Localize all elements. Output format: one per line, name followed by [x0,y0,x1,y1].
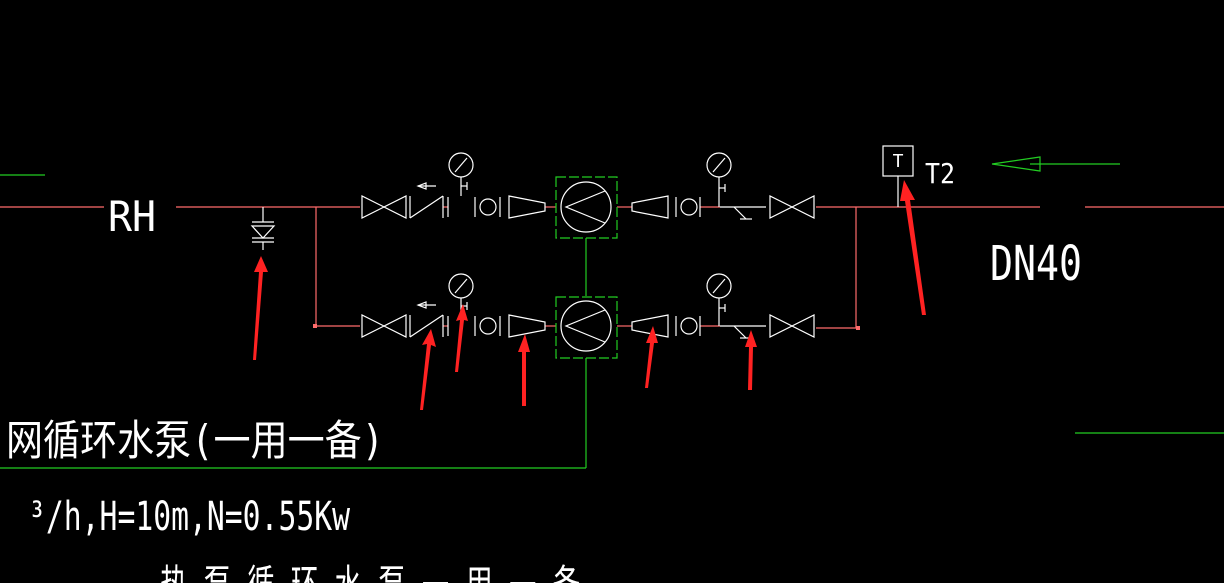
reducer-icon [631,314,669,338]
spec-label: ³/h,H=10m,N=0.55Kw [28,494,351,540]
pump-frame [555,296,618,359]
sensor-tag: T2 [925,157,955,190]
bottom-partial-label: 热 泵 循 环 水 泵 一 用 一 备 [160,561,580,583]
flexible-joint-icon [675,316,701,336]
annotations [253,180,926,410]
y-strainer-icon [720,206,766,220]
title-label: 网循环水泵(一用一备) [6,416,384,465]
red-arrow-icon [745,330,757,390]
red-arrow-icon [645,326,658,388]
gate-valve-icon [361,195,407,219]
pipe-code-label: RH [108,192,156,241]
gate-valve-icon [769,195,815,219]
check-valve-icon [409,182,444,219]
pipe-node-left [313,324,317,328]
green-lines [0,174,1224,469]
pressure-gauge-icon [448,152,474,196]
y-strainer-icon [720,325,766,339]
reducer-icon [631,195,669,219]
red-arrow-icon [455,304,468,372]
flexible-joint-icon [447,197,501,217]
sensor-symbol: T [893,151,904,172]
temperature-sensor-icon [882,145,914,207]
pressure-gauge-icon [706,152,732,207]
pressure-gauge-icon [448,273,474,315]
drain-valve-icon [250,207,276,250]
gate-valve-icon [769,314,815,338]
lower-branch [361,273,815,359]
pump-frame [555,176,618,239]
flexible-joint-icon [675,197,701,217]
pressure-gauge-icon [706,273,732,326]
gate-valve-icon [361,314,407,338]
pump-icon [560,300,612,352]
red-arrow-icon [900,180,926,315]
check-valve-icon [409,301,444,338]
red-arrow-icon [420,329,436,410]
red-arrow-icon [518,334,530,406]
pipes [0,206,1224,329]
upper-branch [361,152,815,239]
red-arrow-icon [253,256,268,360]
pump-icon [560,181,612,233]
flexible-joint-icon [447,316,501,336]
reducer-icon [508,195,546,219]
pipe-size-label: DN40 [990,236,1082,292]
reducer-icon [508,314,546,338]
pipe-node-right [856,326,860,330]
flow-arrow-icon [991,156,1120,172]
